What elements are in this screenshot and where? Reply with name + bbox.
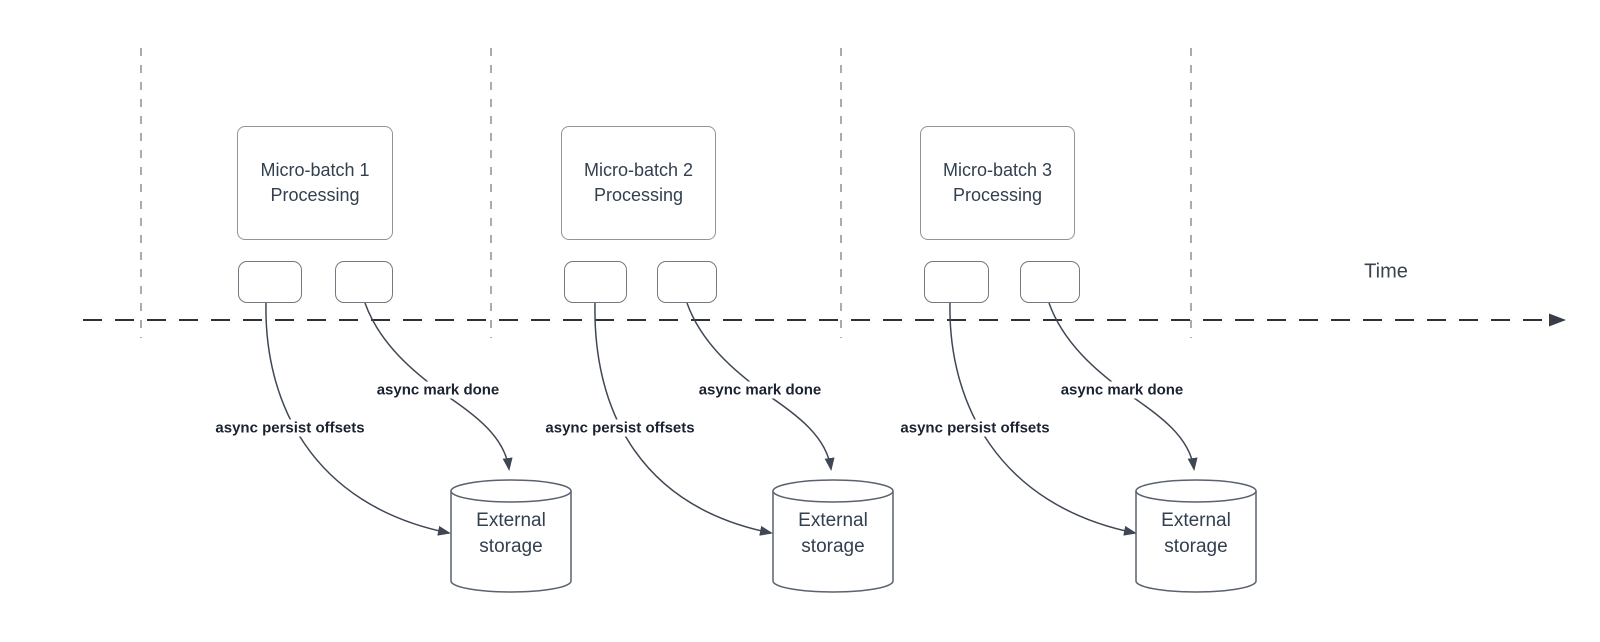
time-axis-label: Time	[1364, 260, 1408, 283]
persist-offsets-task-box-1	[238, 261, 302, 303]
micro-batch-2-subtitle: Processing	[593, 185, 684, 205]
persist-offsets-task-box-3	[924, 261, 989, 303]
mark-done-label-3: async mark done	[1057, 381, 1187, 399]
storage-label-line1: External	[476, 510, 546, 531]
persist-offsets-arrow-2	[594, 302, 773, 536]
micro-batch-3-box: Micro-batch 3 Processing	[920, 126, 1075, 240]
persist-offsets-label-1: async persist offsets	[212, 419, 368, 437]
external-storage-label-2: External storage	[798, 508, 868, 560]
external-storage-cylinder-2	[772, 479, 894, 593]
storage-label-line1: External	[1161, 510, 1231, 531]
cylinder-top	[772, 479, 894, 503]
micro-batch-2-title: Micro-batch 2	[583, 160, 694, 180]
mark-done-task-box-1	[335, 261, 393, 303]
storage-label-line2: storage	[479, 536, 543, 557]
persist-offsets-arrow-3	[949, 302, 1137, 536]
mark-done-task-box-3	[1020, 261, 1080, 303]
mark-done-label-1: async mark done	[373, 381, 503, 399]
cylinder-body	[450, 491, 572, 593]
micro-batch-1-box: Micro-batch 1 Processing	[237, 126, 393, 240]
persist-offsets-arrow-1	[265, 302, 451, 536]
persist-offsets-label-3: async persist offsets	[897, 419, 1053, 437]
micro-batch-1-title: Micro-batch 1	[260, 160, 370, 180]
micro-batch-2-box: Micro-batch 2 Processing	[561, 126, 716, 240]
cylinder-body	[1135, 491, 1257, 593]
external-storage-label-1: External storage	[476, 508, 546, 560]
cylinder-top	[450, 479, 572, 503]
cylinder-body	[772, 491, 894, 593]
persist-offsets-label-2: async persist offsets	[542, 419, 698, 437]
external-storage-cylinder-1	[450, 479, 572, 593]
micro-batch-3-subtitle: Processing	[952, 185, 1043, 205]
storage-label-line2: storage	[1164, 536, 1228, 557]
mark-done-task-box-2	[657, 261, 717, 303]
mark-done-label-2: async mark done	[695, 381, 825, 399]
external-storage-cylinder-3	[1135, 479, 1257, 593]
micro-batch-1-subtitle: Processing	[270, 185, 360, 205]
external-storage-label-3: External storage	[1161, 508, 1231, 560]
persist-offsets-task-box-2	[564, 261, 627, 303]
storage-label-line2: storage	[801, 536, 865, 557]
cylinder-top	[1135, 479, 1257, 503]
storage-label-line1: External	[798, 510, 868, 531]
micro-batch-3-title: Micro-batch 3	[942, 160, 1053, 180]
